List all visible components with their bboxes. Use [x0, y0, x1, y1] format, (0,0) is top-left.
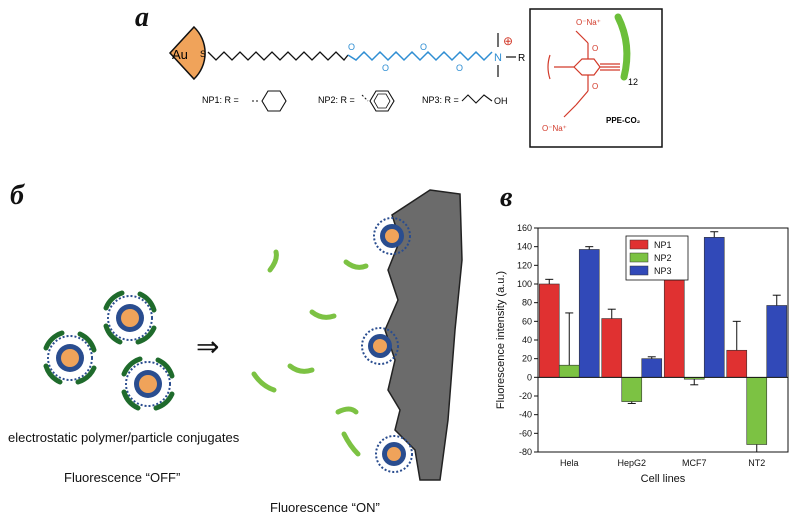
y-tick-label: 20	[522, 354, 532, 364]
legend-swatch	[629, 239, 649, 250]
np2-substituent-label: NP2: R =	[318, 95, 355, 105]
oxygen-label: O	[348, 42, 355, 52]
carboxylate-label: O⁻Na⁺	[542, 124, 567, 133]
oxygen-label: O	[420, 42, 427, 52]
bar-np2	[558, 364, 580, 378]
polymer-strand-icon	[614, 13, 631, 81]
y-tick-label: 0	[527, 372, 532, 382]
np1-substituent-label: NP1: R =	[202, 95, 239, 105]
legend-label: NP3	[654, 266, 672, 276]
nitrogen-label: N	[494, 52, 502, 64]
oxygen-label: O	[592, 82, 598, 91]
bar-np3	[641, 358, 663, 378]
carboxylate-label: O⁻Na⁺	[576, 18, 601, 27]
r-group-label: R	[518, 53, 525, 64]
y-tick-label: 80	[522, 298, 532, 308]
y-tick-label: 60	[522, 316, 532, 326]
x-axis-title: Cell lines	[641, 473, 686, 485]
hydroxyl-label: OH	[494, 96, 508, 106]
y-axis-title: Fluorescence intensity (a.u.)	[495, 271, 507, 409]
bar-np1	[538, 283, 560, 378]
y-tick-label: 100	[517, 279, 532, 289]
cell-membrane	[384, 189, 463, 481]
np3-substituent-label: NP3: R =	[422, 95, 459, 105]
conjugate-nanoparticle-icon	[106, 293, 154, 342]
legend-swatch	[629, 252, 649, 263]
polymer-structure-box	[529, 8, 663, 148]
bar-np3	[578, 249, 600, 378]
bar-np1	[601, 318, 623, 378]
hydroxypropyl-icon	[461, 94, 493, 104]
x-tick-label: MCF7	[682, 458, 707, 468]
bar-np1	[726, 349, 748, 378]
positive-charge-icon: ⊕	[503, 34, 513, 48]
y-tick-label: -20	[519, 391, 532, 401]
repeat-unit-subscript: 12	[628, 77, 638, 87]
conjugate-nanoparticle-icon	[124, 359, 172, 408]
legend-label: NP2	[654, 253, 672, 263]
legend-label: NP1	[654, 240, 672, 250]
x-tick-label: HepG2	[617, 458, 646, 468]
bar-np2	[746, 377, 768, 445]
chemical-structure-diagram: Au S O O O O N ⊕ R NP1: R = NP2: R = NP3…	[168, 8, 663, 148]
alkyl-chain	[207, 51, 349, 61]
y-tick-label: 120	[517, 260, 532, 270]
conjugates-caption: electrostatic polymer/particle conjugate…	[8, 430, 240, 445]
transition-arrow-icon: ⇒	[196, 331, 220, 362]
bar-np2	[621, 377, 643, 402]
bar-np1	[663, 276, 685, 378]
peg-chain	[347, 50, 493, 62]
au-label: Au	[172, 47, 188, 62]
cyclohexyl-icon	[252, 90, 287, 112]
oxygen-label: O	[592, 44, 598, 53]
oxygen-label: O	[382, 63, 389, 73]
fluorescence-on-caption: Fluorescence “ON”	[270, 500, 380, 515]
panel-a-letter: a	[135, 2, 149, 33]
x-tick-label: NT2	[748, 458, 765, 468]
oxygen-label: O	[456, 63, 463, 73]
y-tick-label: 40	[522, 335, 532, 345]
binding-schematic	[0, 189, 463, 481]
bar-np3	[703, 237, 725, 378]
y-tick-label: -60	[519, 428, 532, 438]
released-polymer-strands	[251, 249, 369, 457]
x-tick-label: Hela	[560, 458, 579, 468]
y-tick-label: -40	[519, 410, 532, 420]
y-tick-label: -80	[519, 447, 532, 457]
conjugate-nanoparticle-icon	[46, 333, 94, 382]
fluorescence-off-caption: Fluorescence “OFF”	[64, 470, 181, 485]
bar-np3	[766, 305, 788, 378]
polymer-name-label: PPE-CO₂	[606, 116, 641, 125]
y-tick-label: 140	[517, 242, 532, 252]
benzyl-icon	[361, 90, 395, 112]
panel-b-letter: б	[10, 180, 24, 211]
sulfur-label: S	[200, 49, 206, 59]
legend-swatch	[629, 265, 649, 276]
panel-c-letter: в	[500, 182, 513, 213]
y-tick-label: 160	[517, 223, 532, 233]
gold-nanoparticle-icon	[168, 25, 206, 81]
